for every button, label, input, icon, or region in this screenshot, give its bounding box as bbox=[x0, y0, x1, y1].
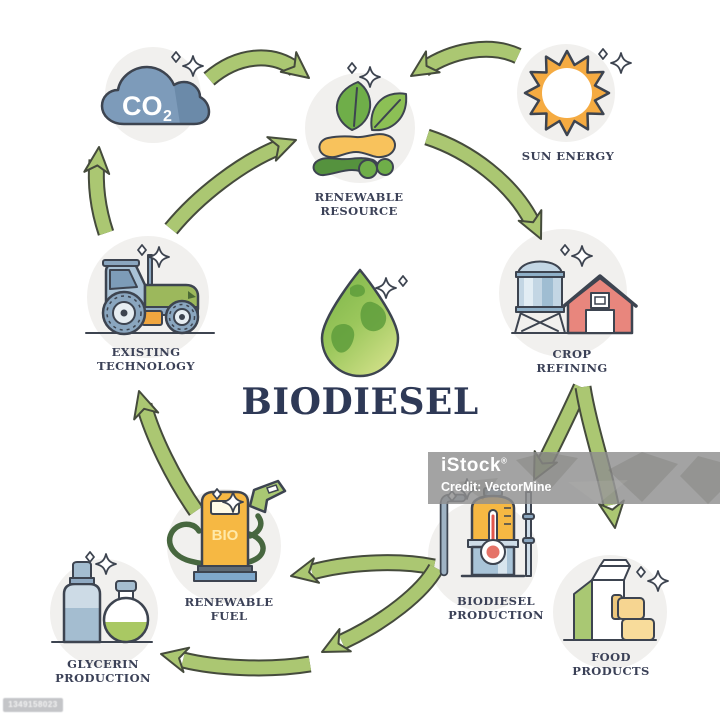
label-existing-technology: EXISTING TECHNOLOGY bbox=[96, 345, 195, 373]
watermark-bar: iStock® Credit: VectorMine bbox=[428, 452, 720, 504]
watermark-brand: iStock® bbox=[441, 455, 508, 476]
label-crop-refining: CROP REFINING bbox=[536, 347, 608, 375]
arrow-fuel-to-technology bbox=[133, 390, 203, 516]
label-biodiesel-production: BIODIESEL PRODUCTION bbox=[448, 594, 544, 622]
registered-mark: ® bbox=[501, 456, 508, 466]
renewable-resource-icon bbox=[312, 81, 408, 179]
watermark-credit: Credit: VectorMine bbox=[441, 480, 552, 494]
page-title: BIODIESEL bbox=[241, 381, 479, 423]
arrow-co2-to-resource bbox=[203, 49, 310, 86]
label-glycerin-production: GLYCERIN PRODUCTION bbox=[55, 657, 151, 685]
renewable-fuel-icon: BIO bbox=[166, 479, 287, 582]
arrow-technology-to-co2 bbox=[83, 146, 115, 236]
crop-refining-icon bbox=[511, 260, 638, 335]
sparkle-decorations bbox=[85, 48, 669, 592]
biodiesel-droplet-icon bbox=[320, 268, 400, 378]
co2-cloud-icon: CO 2 bbox=[100, 65, 211, 126]
arrow-resource-to-crop bbox=[424, 128, 543, 240]
cycle-arrows bbox=[83, 40, 625, 677]
watermark-image-id: 1349158023 bbox=[3, 698, 63, 712]
arrow-to-glycerin bbox=[160, 646, 312, 677]
label-food-products: FOOD PRODUCTS bbox=[572, 650, 650, 678]
arrow-technology-to-resource bbox=[164, 136, 297, 235]
label-renewable-fuel: RENEWABLE FUEL bbox=[184, 595, 274, 623]
sun-icon bbox=[523, 49, 611, 137]
arrow-biodiesel-to-fuel bbox=[290, 554, 436, 584]
co2-subscript: 2 bbox=[163, 108, 172, 125]
glycerin-production-icon bbox=[51, 561, 153, 644]
label-renewable-resource: RENEWABLE RESOURCE bbox=[314, 190, 404, 218]
arrow-sun-to-resource bbox=[410, 40, 522, 77]
co2-text: CO bbox=[122, 91, 163, 121]
food-products-icon bbox=[563, 559, 657, 641]
arrow-biodiesel-to-glycerin-branch bbox=[321, 563, 444, 653]
watermark-camo-pattern bbox=[458, 452, 720, 504]
existing-technology-icon bbox=[85, 254, 215, 336]
pump-bio-text: BIO bbox=[212, 527, 239, 544]
label-sun-energy: SUN ENERGY bbox=[521, 149, 615, 163]
